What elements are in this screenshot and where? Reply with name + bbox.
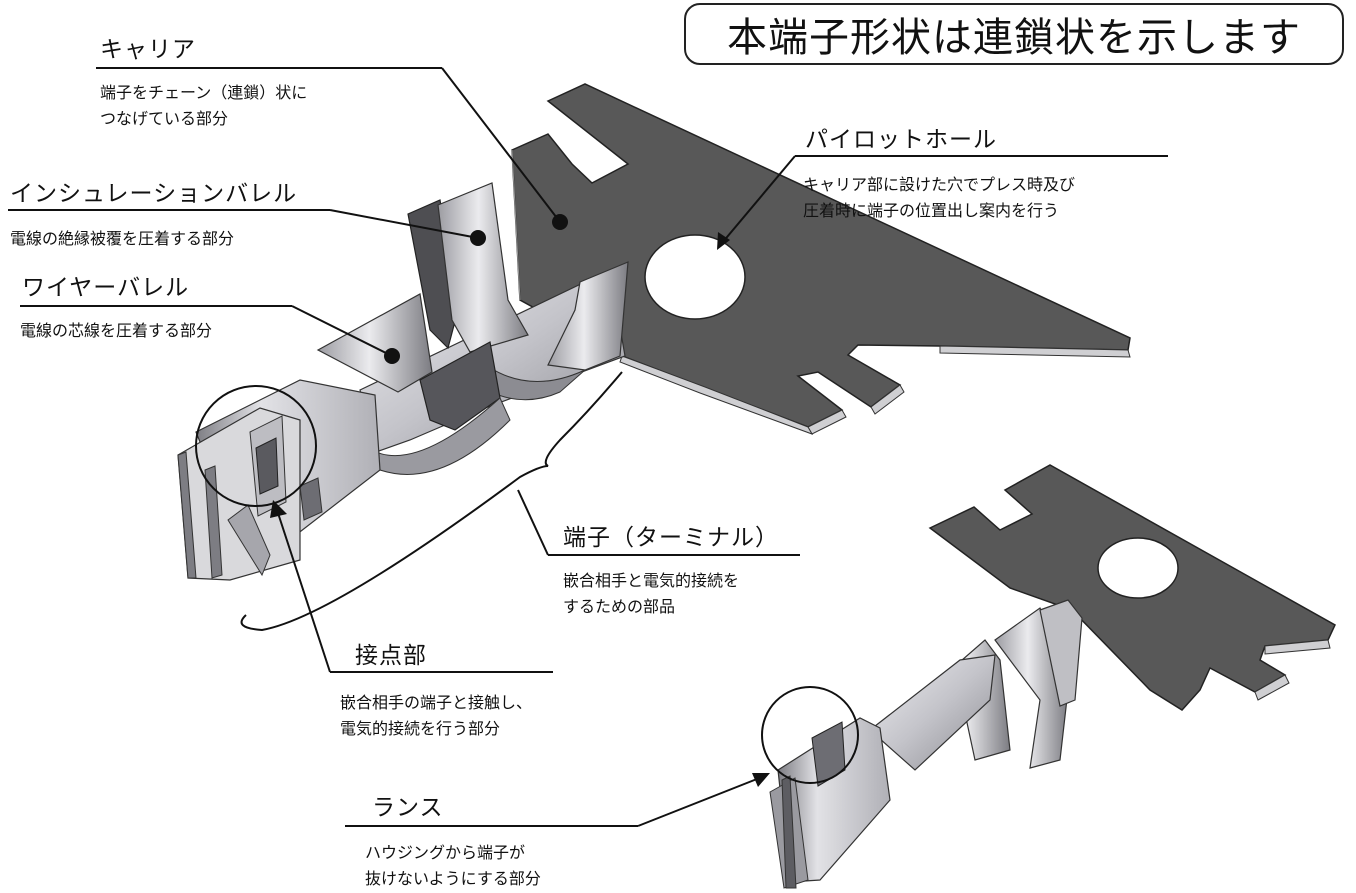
label-terminal: 端子（ターミナル） — [563, 525, 779, 551]
leader-wire — [291, 305, 393, 357]
pilot-arrowhead — [717, 232, 730, 250]
leader-contact — [276, 509, 331, 673]
contact-circle — [195, 385, 317, 507]
label-contact: 接点部 — [355, 643, 427, 669]
terminal-brace — [240, 371, 623, 632]
leader-terminal — [517, 489, 549, 556]
carrier-strip-large — [511, 83, 1131, 435]
leader-insulation — [329, 209, 479, 239]
desc-carrier: 端子をチェーン（連鎖）状に つなげている部分 — [100, 83, 308, 128]
label-carrier: キャリア — [100, 37, 196, 63]
lance-arrowhead — [752, 773, 770, 787]
desc-contact: 嵌合相手の端子と接触し、 電気的接続を行う部分 — [340, 693, 533, 738]
desc-pilot-hole: キャリア部に設けた穴でプレス時及び 圧着時に端子の位置出し案内を行う — [803, 175, 1076, 220]
leader-pilot — [721, 155, 796, 244]
desc-terminal: 嵌合相手と電気的接続を するための部品 — [563, 571, 740, 616]
contact-arrowhead — [270, 500, 287, 518]
leader-lines — [8, 67, 1168, 827]
label-insulation-barrel: インシュレーションバレル — [10, 181, 298, 207]
leader-carrier — [441, 67, 561, 223]
desc-wire-barrel: 電線の芯線を圧着する部分 — [20, 321, 213, 340]
lance-circle — [761, 686, 859, 784]
label-pilot-hole: パイロットホール — [805, 127, 997, 153]
insulation-dot — [470, 230, 486, 246]
wire-dot — [384, 348, 400, 364]
markers — [270, 214, 770, 787]
leader-lance — [637, 776, 763, 827]
label-lance: ランス — [372, 795, 444, 821]
terminal-small — [769, 464, 1336, 889]
desc-lance: ハウジングから端子が 抜けないようにする部分 — [365, 843, 541, 888]
label-wire-barrel: ワイヤーバレル — [22, 275, 190, 301]
terminal-large — [177, 182, 629, 581]
carrier-dot — [552, 214, 568, 230]
desc-insulation-barrel: 電線の絶縁被覆を圧着する部分 — [10, 229, 235, 248]
banner-title: 本端子形状は連鎖状を示します — [684, 3, 1344, 65]
